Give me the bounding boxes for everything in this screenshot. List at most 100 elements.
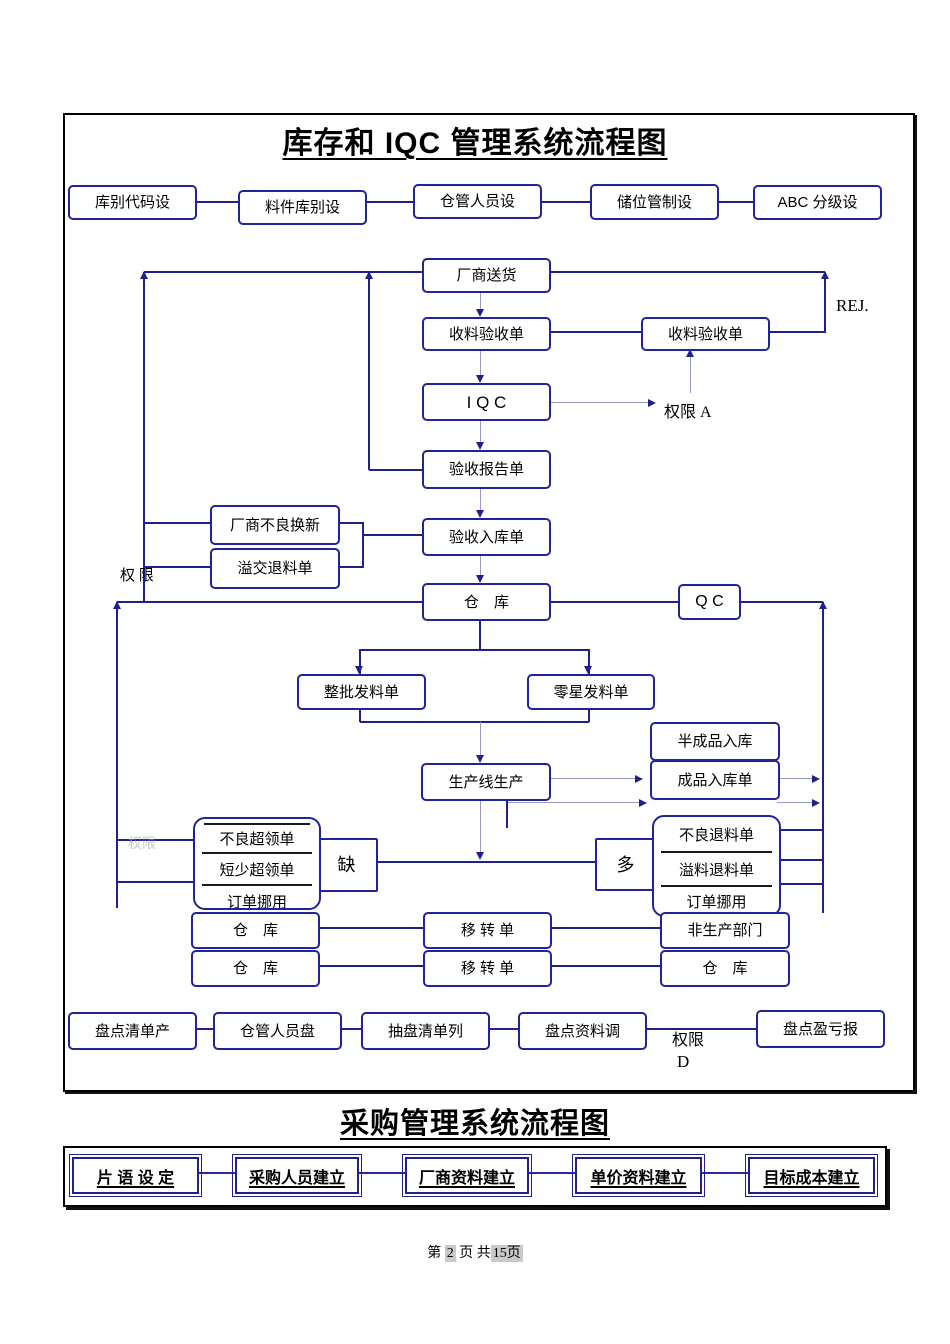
clipped-row-line — [204, 823, 310, 825]
arrow-up — [686, 349, 694, 357]
flow-line — [588, 649, 590, 674]
node-target-cost-setup: 目标成本建立 — [745, 1154, 878, 1197]
node-inspection-report: 验收报告单 — [422, 450, 551, 489]
arrow-right — [639, 799, 647, 807]
flow-line — [144, 522, 210, 524]
flow-line — [316, 927, 423, 929]
node-receiving-note: 收料验收单 — [422, 317, 551, 351]
permission-label-faint: 权限 — [128, 837, 156, 852]
flow-line — [360, 649, 589, 651]
flow-line — [117, 881, 193, 883]
flow-line — [547, 778, 635, 779]
flow-line — [486, 1028, 518, 1030]
flow-line — [316, 965, 423, 967]
flow-line — [479, 617, 481, 650]
flow-line — [363, 534, 422, 536]
node-warehouse-t1: 仓 库 — [191, 912, 320, 949]
flow-line — [776, 778, 812, 779]
node-non-production-dept: 非生产部门 — [660, 912, 790, 949]
flow-line — [538, 201, 590, 203]
flow-line — [117, 601, 422, 603]
node-semi-finished-entry: 半成品入库 — [650, 722, 780, 761]
node-qc: Q C — [678, 584, 741, 620]
flow-line — [336, 522, 364, 524]
node-warehouse-t2: 仓 库 — [191, 950, 320, 987]
node-transfer-note-2: 移 转 单 — [423, 950, 552, 987]
procurement-flowchart-frame — [63, 1146, 887, 1207]
arrow-down — [476, 575, 484, 583]
node-bin-control-setup: 储位管制设 — [590, 184, 719, 220]
node-unit-price-setup: 单价资料建立 — [572, 1154, 705, 1197]
arrow-down — [355, 666, 363, 674]
arrow-up — [113, 601, 121, 609]
flow-line — [547, 402, 648, 403]
arrow-down — [584, 666, 592, 674]
flow-line — [480, 485, 481, 514]
inventory-flowchart-frame — [63, 113, 915, 1092]
flow-line — [547, 601, 678, 603]
arrow-up — [819, 601, 827, 609]
arrow-right — [812, 799, 820, 807]
node-overdelivery-return: 溢交退料单 — [210, 548, 340, 589]
flow-line — [480, 417, 481, 446]
page-number: 2 — [444, 1245, 456, 1262]
over-claim-item: 短少超领单 — [202, 854, 312, 886]
flow-line — [824, 272, 826, 332]
flow-line — [359, 649, 361, 674]
flow-line — [360, 721, 589, 723]
flow-line — [116, 602, 118, 908]
arrow-down — [476, 755, 484, 763]
node-stocktake-list: 盘点清单产 — [68, 1012, 197, 1050]
flow-line — [777, 802, 812, 803]
flow-line — [480, 722, 481, 759]
node-warehouse-staff-setup: 仓管人员设 — [413, 184, 542, 219]
flow-line — [766, 331, 826, 333]
inventory-title: 库存和 IQC 管理系统流程图 — [282, 127, 668, 160]
over-claim-item: 订单挪用 — [226, 893, 287, 910]
flow-line — [374, 861, 595, 863]
arrow-down — [476, 309, 484, 317]
node-stocktake-gain-loss-report: 盘点盈亏报 — [756, 1010, 885, 1048]
flow-line — [547, 331, 641, 333]
node-vendor-defect-replace: 厂商不良换新 — [210, 505, 340, 545]
node-receiving-note-rejected: 收料验收单 — [641, 317, 770, 351]
flow-line — [525, 1172, 575, 1174]
node-vendor-delivery: 厂商送货 — [422, 258, 551, 293]
flow-line — [144, 271, 422, 273]
node-batch-issue-note: 整批发料单 — [297, 674, 426, 710]
node-staff-stocktake: 仓管人员盘 — [213, 1012, 342, 1050]
node-inspection-warehouse-entry: 验收入库单 — [422, 518, 551, 556]
node-abc-grade-setup: ABC 分级设 — [753, 185, 882, 220]
node-warehouse-code-setup: 库别代码设 — [68, 185, 197, 220]
node-warehouse-t3: 仓 库 — [660, 950, 790, 987]
flow-line — [363, 201, 413, 203]
rej-label: REJ. — [836, 296, 869, 315]
footer-text: 第 — [427, 1246, 445, 1261]
permission-d-letter: D — [677, 1052, 690, 1071]
flow-line — [193, 1028, 213, 1030]
flow-line — [144, 566, 210, 568]
flow-line — [355, 1172, 405, 1174]
flow-line — [480, 552, 481, 579]
node-part-warehouse-setup: 料件库别设 — [238, 190, 367, 225]
flow-line — [698, 1172, 748, 1174]
over-claim-box: 不良超领单 短少超领单 订单挪用 — [193, 817, 321, 910]
arrow-up — [140, 271, 148, 279]
flow-line — [548, 927, 660, 929]
flow-line — [508, 802, 639, 803]
arrow-up — [821, 271, 829, 279]
footer-text: 页 共 — [455, 1246, 491, 1261]
material-return-box: 不良退料单 溢料退料单 订单挪用 — [652, 815, 781, 917]
flow-line — [715, 201, 753, 203]
flow-line — [480, 797, 481, 854]
page-total: 15页 — [490, 1245, 523, 1262]
flow-line — [777, 859, 823, 861]
node-spot-check-list: 抽盘清单列 — [361, 1012, 490, 1050]
arrow-right — [635, 775, 643, 783]
over-claim-item: 不良超领单 — [202, 825, 312, 854]
arrow-down — [476, 852, 484, 860]
permission-label-left: 权 限 — [120, 568, 154, 584]
arrow-down — [476, 375, 484, 383]
